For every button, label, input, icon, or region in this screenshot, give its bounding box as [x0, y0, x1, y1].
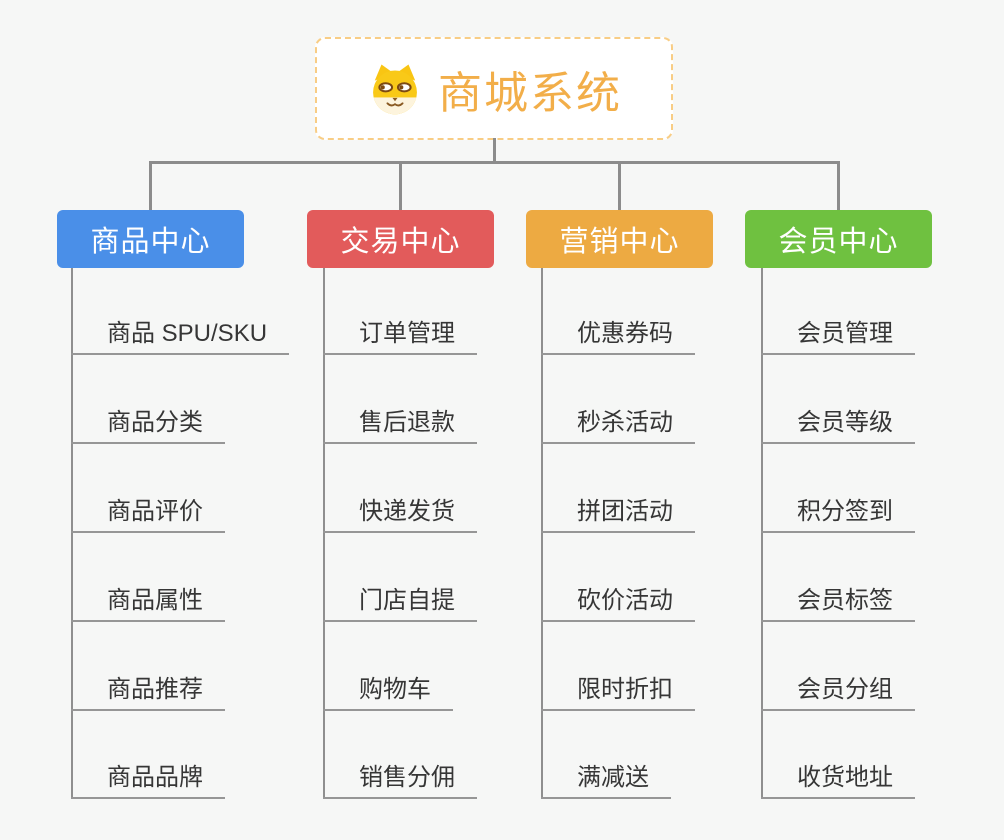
connector-drop-marketing: [618, 161, 621, 211]
list-item[interactable]: 商品品牌: [71, 759, 225, 799]
list-item[interactable]: 会员等级: [761, 404, 915, 444]
branch-node-marketing-center[interactable]: 营销中心: [526, 210, 713, 268]
branch-items-product-center: 商品 SPU/SKU 商品分类 商品评价 商品属性 商品推荐 商品品牌: [71, 268, 303, 799]
connector-drop-member: [837, 161, 840, 211]
list-item[interactable]: 会员管理: [761, 315, 915, 355]
list-item[interactable]: 优惠券码: [541, 315, 695, 355]
branch-items-member-center: 会员管理 会员等级 积分签到 会员标签 会员分组 收货地址: [761, 268, 993, 799]
list-item[interactable]: 售后退款: [323, 404, 477, 444]
list-item[interactable]: 订单管理: [323, 315, 477, 355]
branch-node-member-center[interactable]: 会员中心: [745, 210, 932, 268]
connector-drop-trade: [399, 161, 402, 211]
list-item[interactable]: 商品评价: [71, 493, 225, 533]
branch-items-trade-center: 订单管理 售后退款 快递发货 门店自提 购物车 销售分佣: [323, 268, 555, 799]
list-item[interactable]: 会员分组: [761, 671, 915, 711]
list-item[interactable]: 拼团活动: [541, 493, 695, 533]
list-item[interactable]: 快递发货: [323, 493, 477, 533]
list-item[interactable]: 满减送: [541, 759, 671, 799]
list-item[interactable]: 门店自提: [323, 582, 477, 622]
connector-drop-product: [149, 161, 152, 211]
list-item[interactable]: 购物车: [323, 671, 453, 711]
list-item[interactable]: 商品属性: [71, 582, 225, 622]
list-item[interactable]: 积分签到: [761, 493, 915, 533]
shiba-dog-icon: [373, 64, 417, 114]
list-item[interactable]: 销售分佣: [323, 759, 477, 799]
list-item[interactable]: 砍价活动: [541, 582, 695, 622]
list-item[interactable]: 限时折扣: [541, 671, 695, 711]
root-node-title: 商城系统: [438, 68, 622, 118]
connector-bus: [149, 161, 840, 164]
list-item[interactable]: 收货地址: [761, 759, 915, 799]
list-item[interactable]: 会员标签: [761, 582, 915, 622]
branch-node-product-center[interactable]: 商品中心: [57, 210, 244, 268]
list-item[interactable]: 秒杀活动: [541, 404, 695, 444]
list-item[interactable]: 商品推荐: [71, 671, 225, 711]
root-node-mall-system[interactable]: 商城系统: [315, 37, 673, 140]
branch-node-trade-center[interactable]: 交易中心: [307, 210, 494, 268]
list-item[interactable]: 商品 SPU/SKU: [71, 315, 290, 355]
list-item[interactable]: 商品分类: [71, 404, 225, 444]
branch-items-marketing-center: 优惠券码 秒杀活动 拼团活动 砍价活动 限时折扣 满减送: [541, 268, 773, 799]
connector-root-stem: [493, 138, 496, 163]
